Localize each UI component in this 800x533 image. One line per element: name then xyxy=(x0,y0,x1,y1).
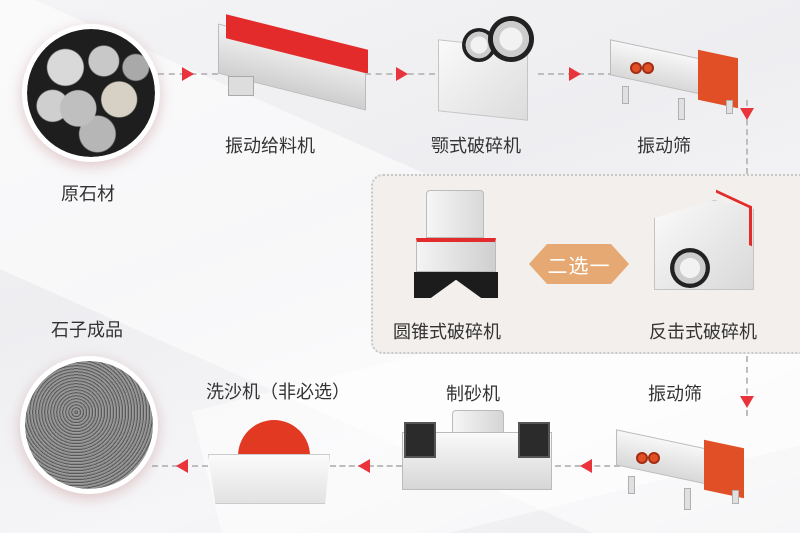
screen-2-label: 振动筛 xyxy=(648,384,702,405)
arrow-right-icon xyxy=(182,67,194,81)
vibrating-screen-image xyxy=(616,428,751,510)
arrow-left-icon xyxy=(580,459,592,473)
sand-washer-image xyxy=(208,420,332,510)
sand-making-machine-image xyxy=(402,410,554,510)
impact-crusher-label: 反击式破碎机 xyxy=(649,322,757,343)
flow-connector xyxy=(746,100,748,174)
vibrating-feeder-image xyxy=(218,14,368,112)
finished-gravel-image xyxy=(20,356,158,494)
arrow-right-icon xyxy=(569,67,581,81)
finished-stone-label: 石子成品 xyxy=(51,320,123,341)
choose-one-badge: 二选一 xyxy=(529,244,629,284)
arrow-left-icon xyxy=(358,459,370,473)
cone-crusher-label: 圆锥式破碎机 xyxy=(393,322,501,343)
flow-connector xyxy=(746,356,748,416)
sand-maker-label: 制砂机 xyxy=(446,384,500,405)
sand-washer-label: 洗沙机（非必选） xyxy=(206,382,350,403)
vibrating-screen-image xyxy=(610,38,745,120)
jaw-crusher-label: 颚式破碎机 xyxy=(431,136,521,157)
arrow-right-icon xyxy=(396,67,408,81)
raw-stone-label: 原石材 xyxy=(61,184,115,205)
arrow-left-icon xyxy=(176,459,188,473)
screen-1-label: 振动筛 xyxy=(637,136,691,157)
feeder-label: 振动给料机 xyxy=(225,136,315,157)
jaw-crusher-image xyxy=(436,14,536,121)
arrow-down-icon xyxy=(740,108,754,120)
impact-crusher-image xyxy=(648,189,764,296)
cone-crusher-image xyxy=(414,190,504,302)
raw-stone-image xyxy=(22,24,160,162)
arrow-down-icon xyxy=(740,396,754,408)
